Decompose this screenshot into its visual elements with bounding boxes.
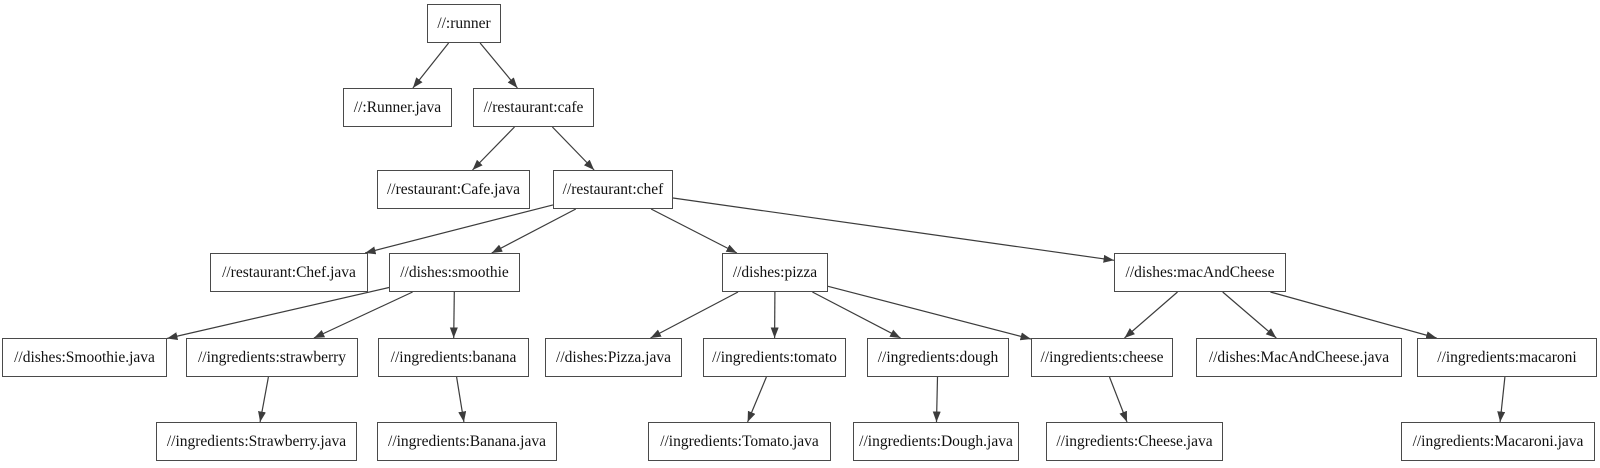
graph-node-mac_and_cheese_java: //dishes:MacAndCheese.java	[1196, 338, 1402, 377]
edge-runner-to-cafe	[479, 42, 518, 89]
graph-node-runner_java: //:Runner.java	[343, 88, 452, 127]
graph-node-cheese_java: //ingredients:Cheese.java	[1046, 422, 1223, 461]
graph-node-banana_java: //ingredients:Banana.java	[377, 422, 557, 461]
edge-runner-to-runner_java	[412, 42, 450, 89]
graph-node-strawberry_java: //ingredients:Strawberry.java	[156, 422, 357, 461]
edge-chef-to-pizza	[650, 208, 738, 254]
graph-node-cafe: //restaurant:cafe	[473, 88, 594, 127]
graph-node-macaroni: //ingredients:macaroni	[1417, 338, 1597, 377]
graph-node-chef_java: //restaurant:Chef.java	[210, 253, 368, 292]
edge-chef-to-chef_java	[364, 204, 554, 255]
edge-pizza-to-dough	[812, 291, 901, 339]
graph-node-chef: //restaurant:chef	[553, 170, 673, 209]
graph-node-dough_java: //ingredients:Dough.java	[853, 422, 1019, 461]
edge-pizza-to-cheese	[827, 285, 1032, 341]
graph-node-runner: //:runner	[427, 4, 501, 43]
graph-node-banana: //ingredients:banana	[378, 338, 529, 377]
graph-node-tomato: //ingredients:tomato	[703, 338, 846, 377]
graph-node-mac_and_cheese: //dishes:macAndCheese	[1114, 253, 1286, 292]
edge-pizza-to-pizza_java	[650, 291, 739, 339]
edge-banana-to-banana_java	[456, 376, 467, 423]
edge-mac_and_cheese-to-macaroni	[1270, 291, 1437, 340]
edge-smoothie-to-banana	[449, 291, 458, 339]
edge-tomato-to-tomato_java	[747, 376, 767, 423]
graph-node-strawberry: //ingredients:strawberry	[186, 338, 358, 377]
edge-chef-to-mac_and_cheese	[672, 197, 1115, 263]
edge-cheese-to-cheese_java	[1108, 376, 1128, 423]
edge-smoothie-to-strawberry	[313, 291, 413, 339]
edge-mac_and_cheese-to-cheese	[1124, 291, 1178, 339]
graph-node-pizza: //dishes:pizza	[722, 253, 828, 292]
edge-chef-to-smoothie	[491, 208, 577, 254]
graph-node-cafe_java: //restaurant:Cafe.java	[377, 170, 530, 209]
edge-cafe-to-chef	[551, 126, 595, 171]
edge-cafe-to-cafe_java	[472, 126, 515, 171]
graph-node-cheese: //ingredients:cheese	[1031, 338, 1173, 377]
graph-node-tomato_java: //ingredients:Tomato.java	[648, 422, 831, 461]
edge-strawberry-to-strawberry_java	[258, 376, 269, 423]
graph-node-smoothie_java: //dishes:Smoothie.java	[2, 338, 167, 377]
graph-node-dough: //ingredients:dough	[867, 338, 1009, 377]
edge-macaroni-to-macaroni_java	[1497, 376, 1506, 423]
edge-dough-to-dough_java	[932, 376, 941, 423]
graph-node-smoothie: //dishes:smoothie	[389, 253, 520, 292]
edge-mac_and_cheese-to-mac_and_cheese_java	[1222, 291, 1277, 339]
edge-smoothie-to-smoothie_java	[166, 286, 390, 341]
graph-node-pizza_java: //dishes:Pizza.java	[545, 338, 682, 377]
graph-node-macaroni_java: //ingredients:Macaroni.java	[1401, 422, 1595, 461]
